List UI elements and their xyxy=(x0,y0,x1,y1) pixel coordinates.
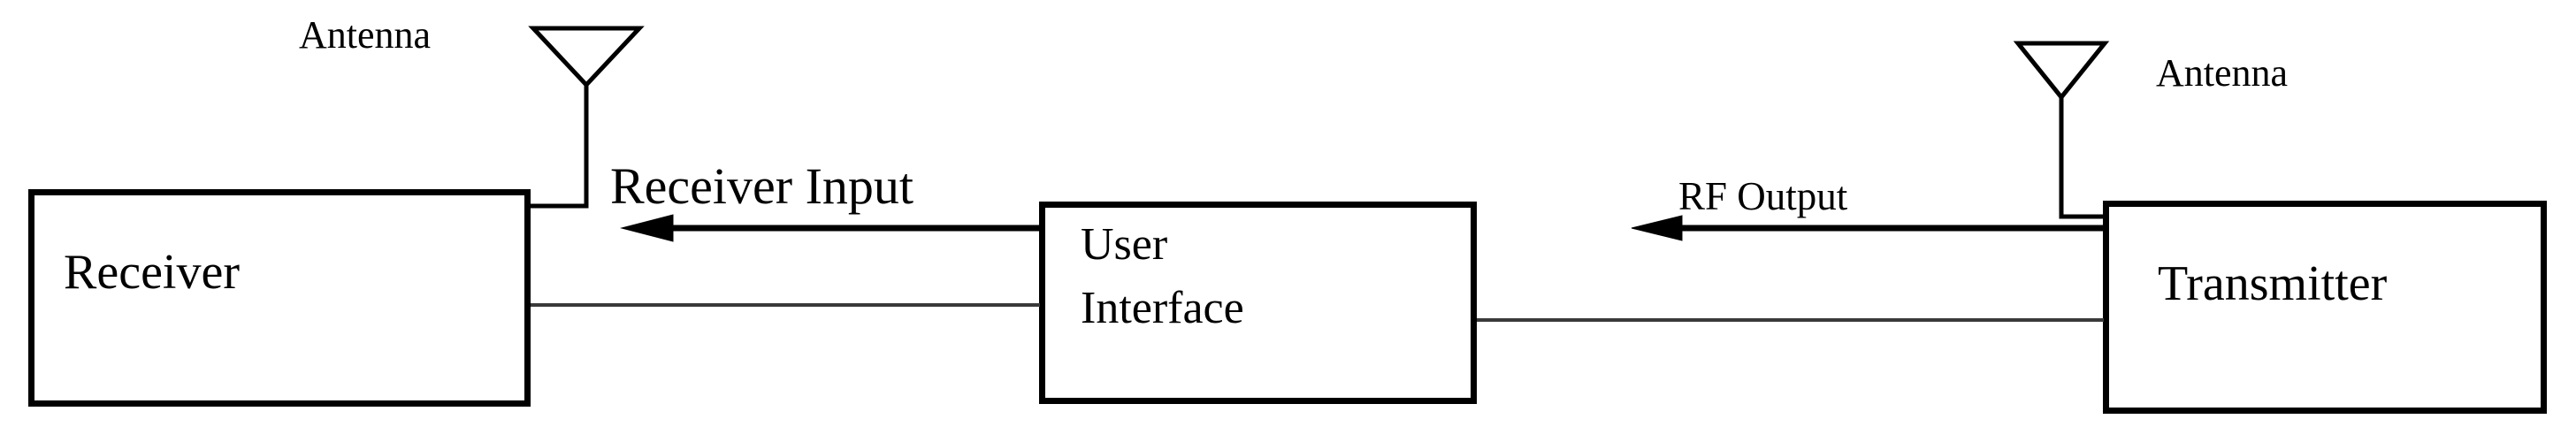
edge-label-receiver-input: Receiver Input xyxy=(610,157,914,215)
antenna-label-transmitter: Antenna xyxy=(2156,51,2289,95)
block-label-user-interface-line2: Interface xyxy=(1081,283,1244,334)
block-user-interface[interactable] xyxy=(1039,202,1477,404)
rf-output-arrow xyxy=(1631,215,2103,241)
block-label-user-interface: User Interface xyxy=(1081,219,1244,334)
edge-label-rf-output: RF Output xyxy=(1678,174,1848,218)
receiver-input-arrow xyxy=(620,214,1039,242)
block-transmitter[interactable] xyxy=(2103,201,2547,414)
receiver-antenna-icon xyxy=(528,26,645,209)
transmitter-antenna-icon xyxy=(2013,41,2110,219)
block-receiver[interactable] xyxy=(28,189,531,407)
block-label-user-interface-line1: User xyxy=(1081,219,1168,270)
antenna-label-receiver: Antenna xyxy=(299,13,432,57)
